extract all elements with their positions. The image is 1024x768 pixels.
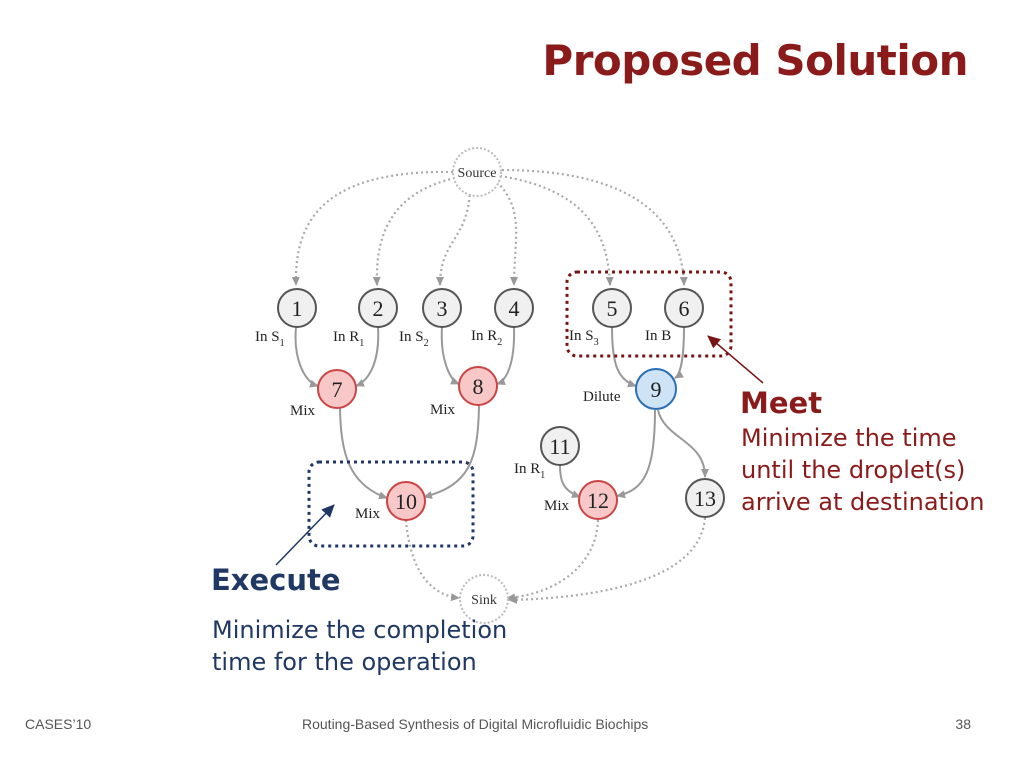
sink-label: Sink [471, 593, 497, 608]
node-2-label: In R1 [333, 329, 364, 349]
execute-line-2: time for the operation [212, 648, 477, 676]
svg-text:1: 1 [292, 296, 303, 321]
footer-page-number: 38 [955, 716, 971, 732]
svg-text:12: 12 [587, 488, 609, 513]
svg-text:13: 13 [694, 486, 716, 511]
meet-highlight-box [565, 270, 733, 358]
node-7-label: Mix [290, 403, 316, 419]
meet-line-2: until the droplet(s) [741, 456, 966, 484]
execute-heading: Execute [211, 563, 341, 597]
node-7: 7 [317, 369, 357, 409]
node-5: 5 [592, 288, 632, 328]
node-12: 12 [578, 480, 618, 520]
node-3-label: In S2 [399, 329, 429, 349]
node-11-label: In R1 [514, 461, 545, 481]
node-1-label: In S1 [255, 329, 285, 349]
footer-talk-title: Routing-Based Synthesis of Digital Micro… [302, 716, 649, 732]
meet-description: Minimize the time until the droplet(s) a… [741, 422, 1011, 518]
node-1: 1 [277, 288, 317, 328]
execute-line-1: Minimize the completion [212, 616, 508, 644]
svg-text:4: 4 [509, 296, 520, 321]
slide-title: Proposed Solution [542, 36, 968, 85]
source-node: Source [452, 147, 502, 197]
meet-heading: Meet [740, 386, 823, 420]
sink-edges [404, 517, 707, 604]
operation-edges [294, 326, 709, 500]
svg-text:8: 8 [473, 374, 484, 399]
node-4: 4 [494, 288, 534, 328]
svg-text:11: 11 [549, 434, 570, 459]
node-6: 6 [664, 288, 704, 328]
source-label: Source [458, 166, 497, 181]
node-10-label: Mix [355, 506, 381, 522]
execute-callout-arrow [275, 504, 335, 566]
execute-description: Minimize the completion time for the ope… [212, 614, 542, 678]
svg-text:3: 3 [437, 296, 448, 321]
source-edges [291, 168, 688, 286]
node-13: 13 [685, 478, 725, 518]
node-9-label: Dilute [583, 389, 621, 405]
svg-text:5: 5 [607, 296, 618, 321]
node-9: 9 [635, 368, 677, 410]
node-10: 10 [386, 481, 426, 521]
node-5-label: In S3 [569, 328, 599, 348]
node-11: 11 [540, 426, 580, 466]
sink-node: Sink [459, 574, 509, 624]
node-12-label: Mix [544, 498, 570, 514]
node-8: 8 [458, 366, 498, 406]
node-3: 3 [422, 288, 462, 328]
svg-text:10: 10 [395, 489, 417, 514]
meet-line-3: arrive at destination [741, 488, 985, 516]
svg-text:2: 2 [373, 296, 384, 321]
node-2: 2 [358, 288, 398, 328]
node-4-label: In R2 [471, 328, 502, 348]
node-8-label: Mix [430, 402, 456, 418]
svg-text:6: 6 [679, 296, 690, 321]
footer-conference: CASES’10 [25, 716, 92, 732]
node-6-label: In B [645, 328, 671, 344]
svg-text:7: 7 [332, 377, 343, 402]
execute-highlight-box [307, 460, 475, 548]
meet-line-1: Minimize the time [741, 424, 957, 452]
svg-text:9: 9 [651, 377, 662, 402]
meet-callout-arrow [707, 335, 764, 384]
